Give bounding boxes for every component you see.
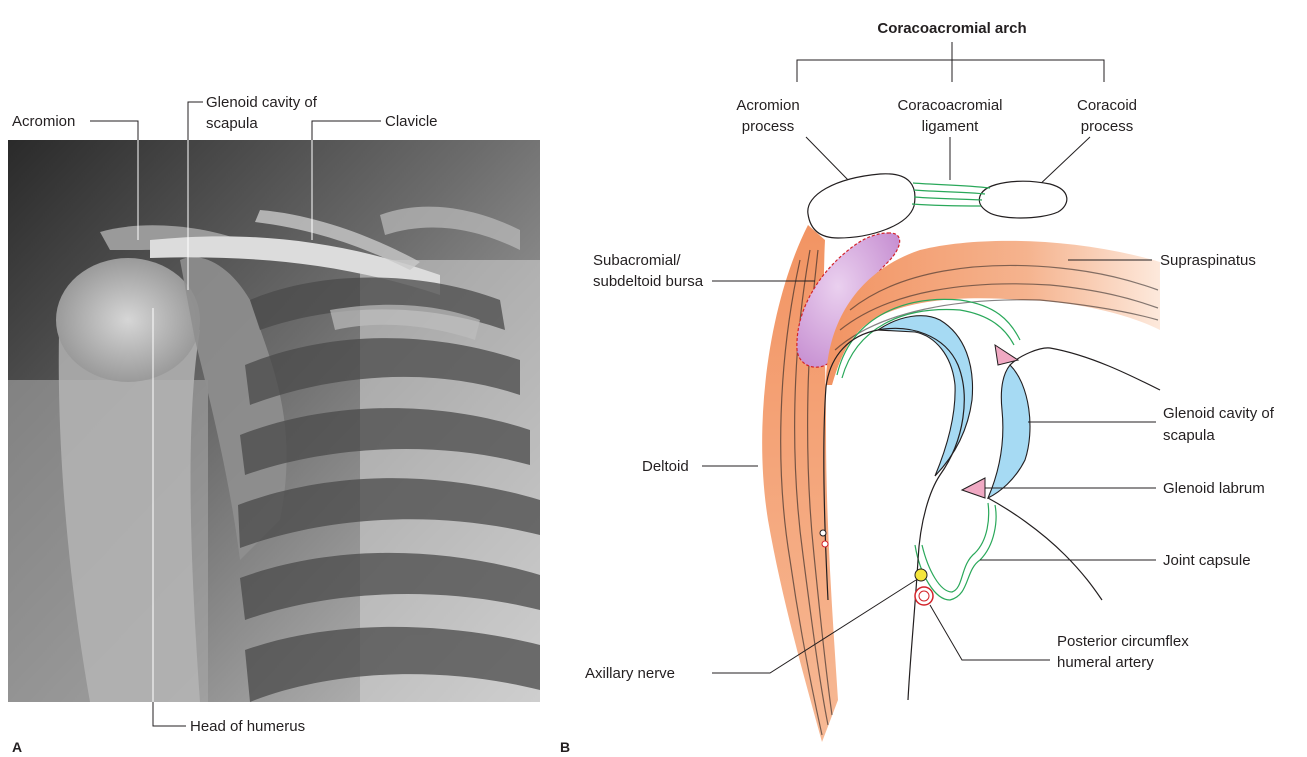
joint-capsule: [837, 299, 1020, 600]
label-glenoid-b-1: Glenoid cavity of: [1163, 405, 1275, 422]
label-deltoid: Deltoid: [642, 458, 689, 475]
label-acromion-process-2: process: [742, 118, 795, 135]
leader-glenoid-a: [188, 102, 203, 140]
label-glenoid-a-1: Glenoid cavity of: [206, 94, 318, 111]
label-joint-capsule: Joint capsule: [1163, 552, 1251, 569]
arch-bracket: [797, 60, 1104, 82]
label-ligament-1: Coracoacromial: [897, 97, 1002, 114]
label-clavicle: Clavicle: [385, 113, 438, 130]
label-bursa-2: subdeltoid bursa: [593, 273, 704, 290]
acromion-process-shape: [808, 174, 915, 238]
scapula-lower-outline: [988, 498, 1102, 600]
label-head-of-humerus: Head of humerus: [190, 718, 305, 735]
label-coracoid-1: Coracoid: [1077, 97, 1137, 114]
coracoid-process-shape: [979, 181, 1067, 218]
title-coracoacromial-arch: Coracoacromial arch: [877, 20, 1026, 37]
humeral-head-cartilage: [878, 316, 973, 476]
leader-clavicle: [312, 121, 381, 140]
label-glenoid-a-2: scapula: [206, 115, 258, 132]
label-ligament-2: ligament: [922, 118, 980, 135]
label-glenoid-labrum: Glenoid labrum: [1163, 480, 1265, 497]
label-artery-1: Posterior circumflex: [1057, 633, 1189, 650]
panel-letter-b: B: [560, 739, 570, 755]
label-glenoid-b-2: scapula: [1163, 427, 1215, 444]
scapula-upper-outline: [1010, 348, 1160, 390]
humerus-outline: [826, 328, 964, 700]
label-acromion: Acromion: [12, 113, 75, 130]
glenoid-cartilage: [988, 365, 1030, 498]
leader-coracoid: [1036, 137, 1090, 188]
label-artery-2: humeral artery: [1057, 654, 1154, 671]
leader-head: [153, 702, 186, 726]
panel-letter-a: A: [12, 739, 22, 755]
label-bursa-1: Subacromial/: [593, 252, 681, 269]
label-acromion-process-1: Acromion: [736, 97, 799, 114]
posterior-circumflex-artery: [915, 587, 933, 605]
leader-acromion-process: [806, 137, 852, 184]
small-vessel-2: [822, 541, 828, 547]
panel-b-diagram: Coracoacromial arch Acromion process Cor…: [560, 20, 1275, 755]
leader-acromion: [90, 121, 138, 140]
axillary-nerve: [915, 569, 927, 581]
label-coracoid-2: process: [1081, 118, 1134, 135]
coracoacromial-ligament: [912, 183, 990, 206]
label-supraspinatus: Supraspinatus: [1160, 252, 1256, 269]
glenoid-labrum-lower: [962, 478, 985, 498]
small-vessel-1: [820, 530, 826, 536]
glenoid-labrum-upper: [995, 345, 1018, 365]
xray-image: [8, 140, 550, 710]
label-axillary-nerve: Axillary nerve: [585, 665, 675, 682]
leader-artery: [930, 605, 1050, 660]
